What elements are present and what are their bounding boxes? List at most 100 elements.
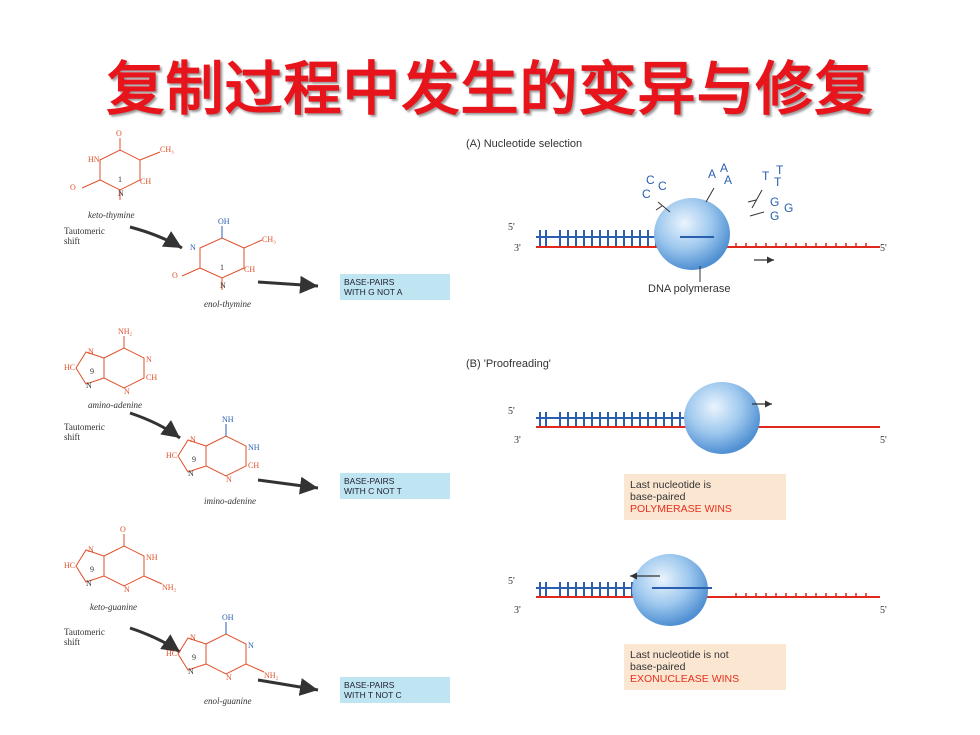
keto-thymine-structure xyxy=(81,138,161,200)
svg-text:NH: NH xyxy=(222,415,234,424)
svg-text:NH₂: NH₂ xyxy=(264,671,279,680)
svg-text:N: N xyxy=(88,347,94,356)
amino-adenine-label: amino-adenine xyxy=(88,400,142,410)
svg-text:9: 9 xyxy=(192,455,196,464)
exonuclease-sphere xyxy=(632,554,708,626)
shift-label: shift xyxy=(64,432,81,442)
svg-text:O: O xyxy=(70,183,76,192)
svg-text:HN: HN xyxy=(88,155,100,164)
svg-text:G: G xyxy=(770,209,779,223)
svg-text:T: T xyxy=(762,169,770,183)
svg-text:N: N xyxy=(86,579,92,588)
box-line-2: WITH T NOT C xyxy=(344,690,402,700)
svg-text:N: N xyxy=(86,381,92,390)
panel-b-dna-1 xyxy=(536,382,880,454)
svg-text:T: T xyxy=(776,163,784,177)
panel-b-title: (B) 'Proofreading' xyxy=(466,358,551,370)
amino-adenine-structure xyxy=(75,336,145,389)
five-prime-end-b1: 5' xyxy=(880,435,887,446)
box-line-1: BASE-PAIRS xyxy=(344,277,395,287)
svg-text:CH: CH xyxy=(248,461,259,470)
svg-text:C: C xyxy=(646,173,655,187)
tautomeric-label: Tautomeric xyxy=(64,627,105,637)
svg-text:N: N xyxy=(118,189,124,198)
svg-text:A: A xyxy=(720,161,728,175)
dna-polymerase-label: DNA polymerase xyxy=(648,283,731,295)
polymerase-sphere xyxy=(684,382,760,454)
enol-guanine-structure xyxy=(177,622,265,675)
svg-text:C: C xyxy=(642,187,651,201)
enol-guanine-label: enol-guanine xyxy=(204,696,252,706)
note-line-1: Last nucleotide is xyxy=(630,479,712,491)
box-line-1: BASE-PAIRS xyxy=(344,680,395,690)
svg-text:HC: HC xyxy=(166,649,177,658)
five-prime-end-a: 5' xyxy=(880,243,887,254)
svg-text:CH₃: CH₃ xyxy=(160,145,174,154)
keto-thymine-label: keto-thymine xyxy=(88,210,135,220)
svg-text:N: N xyxy=(190,243,196,252)
shift-label: shift xyxy=(64,236,81,246)
note-line-1: Last nucleotide is not xyxy=(630,649,729,661)
svg-text:1: 1 xyxy=(118,175,122,184)
imino-adenine-structure xyxy=(177,424,247,477)
enol-thymine-label: enol-thymine xyxy=(204,299,251,309)
note-line-3: POLYMERASE WINS xyxy=(630,503,732,515)
svg-text:C: C xyxy=(658,179,667,193)
svg-text:NH: NH xyxy=(248,443,260,452)
basepair-box-adenine: BASE-PAIRS WITH C NOT T xyxy=(340,473,450,499)
three-prime-label-b2: 3' xyxy=(514,605,521,616)
five-prime-label-a: 5' xyxy=(508,222,515,233)
svg-text:O: O xyxy=(116,129,122,138)
svg-text:NH₂: NH₂ xyxy=(162,583,177,592)
tautomeric-label: Tautomeric xyxy=(64,226,105,236)
box-line-2: WITH C NOT T xyxy=(344,486,402,496)
svg-text:A: A xyxy=(708,167,716,181)
svg-text:9: 9 xyxy=(90,565,94,574)
three-prime-label-a: 3' xyxy=(514,243,521,254)
svg-text:CH: CH xyxy=(146,373,157,382)
svg-text:T: T xyxy=(774,175,782,189)
five-prime-end-b2: 5' xyxy=(880,605,887,616)
svg-text:OH: OH xyxy=(218,217,230,226)
note-line-2: base-paired xyxy=(630,661,686,673)
svg-text:9: 9 xyxy=(90,367,94,376)
svg-text:N: N xyxy=(124,585,130,594)
five-prime-label-b1: 5' xyxy=(508,406,515,417)
svg-text:O: O xyxy=(120,525,126,534)
svg-text:1: 1 xyxy=(220,263,224,272)
svg-text:CH: CH xyxy=(244,265,255,274)
imino-adenine-label: imino-adenine xyxy=(204,496,256,506)
svg-text:NH: NH xyxy=(146,553,158,562)
svg-text:N: N xyxy=(124,387,130,396)
panel-b-dna-2 xyxy=(536,554,880,626)
svg-text:O: O xyxy=(172,271,178,280)
svg-text:NH₂: NH₂ xyxy=(118,327,133,336)
polymerase-sphere xyxy=(654,198,730,270)
svg-text:OH: OH xyxy=(222,613,234,622)
svg-text:N: N xyxy=(248,641,254,650)
exonuclease-wins-note: Last nucleotide is not base-paired EXONU… xyxy=(624,644,786,690)
svg-text:N: N xyxy=(190,435,196,444)
keto-guanine-structure xyxy=(75,534,163,587)
polymerase-wins-note: Last nucleotide is base-paired POLYMERAS… xyxy=(624,474,786,520)
box-line-2: WITH G NOT A xyxy=(344,287,403,297)
svg-text:N: N xyxy=(226,475,232,484)
five-prime-label-b2: 5' xyxy=(508,576,515,587)
svg-text:HC: HC xyxy=(64,561,75,570)
keto-guanine-label: keto-guanine xyxy=(90,602,137,612)
shift-label: shift xyxy=(64,637,81,647)
svg-text:A: A xyxy=(724,173,732,187)
svg-text:N: N xyxy=(220,281,226,290)
tautomeric-label: Tautomeric xyxy=(64,422,105,432)
svg-text:HC: HC xyxy=(64,363,75,372)
svg-text:N: N xyxy=(226,673,232,682)
svg-text:HC: HC xyxy=(166,451,177,460)
box-line-1: BASE-PAIRS xyxy=(344,476,395,486)
basepair-box-guanine: BASE-PAIRS WITH T NOT C xyxy=(340,677,450,703)
svg-text:N: N xyxy=(190,633,196,642)
svg-text:N: N xyxy=(88,545,94,554)
enol-thymine-structure xyxy=(181,226,263,290)
